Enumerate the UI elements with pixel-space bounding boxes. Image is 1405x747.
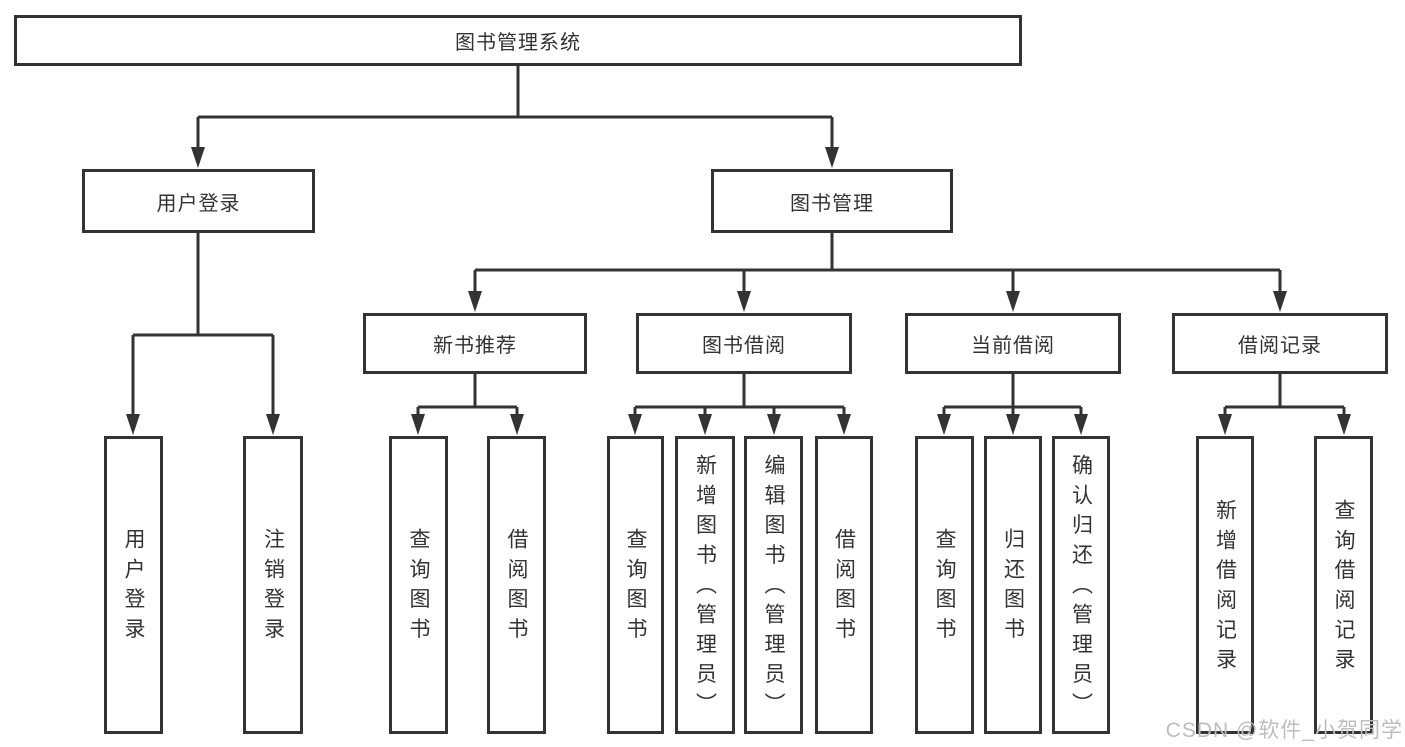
node-book-management: 图书管理	[711, 169, 953, 233]
leaf-add-borrow-record: 新增借阅记录	[1196, 436, 1254, 734]
connector-current-to-leaves	[937, 374, 1088, 435]
node-user-login: 用户登录	[82, 169, 315, 233]
leaf-edit-books-admin: 编辑图书（管理员）	[744, 436, 803, 734]
leaf-logout: 注销登录	[243, 436, 303, 734]
leaf-query-borrow-record: 查询借阅记录	[1314, 436, 1373, 734]
leaf-recommend-query-books: 查询图书	[389, 436, 448, 734]
node-book-borrow: 图书借阅	[636, 313, 852, 374]
node-borrow-records: 借阅记录	[1172, 313, 1388, 374]
node-new-book-recommend: 新书推荐	[363, 313, 587, 374]
node-current-borrow: 当前借阅	[905, 313, 1121, 374]
connector-recommend-to-leaves	[411, 374, 524, 435]
node-library-system: 图书管理系统	[14, 15, 1022, 66]
connector-borrow-to-leaves	[628, 374, 851, 435]
leaf-borrow-books: 借阅图书	[815, 436, 873, 734]
leaf-add-books-admin: 新增图书（管理员）	[675, 436, 735, 734]
connector-login-to-leaves	[126, 233, 280, 435]
leaf-current-query-books: 查询图书	[915, 436, 974, 734]
leaf-return-books: 归还图书	[984, 436, 1042, 734]
leaf-borrow-query-books: 查询图书	[607, 436, 664, 734]
connector-records-to-leaves	[1218, 374, 1351, 435]
leaf-recommend-borrow-books: 借阅图书	[487, 436, 546, 734]
csdn-watermark: CSDN @软件_小贺同学	[1165, 719, 1403, 742]
connector-mgmt-to-level3	[468, 233, 1287, 312]
connector-root-to-level2	[191, 66, 839, 168]
leaf-confirm-return-admin: 确认归还（管理员）	[1052, 436, 1110, 734]
leaf-user-login: 用户登录	[104, 436, 163, 734]
